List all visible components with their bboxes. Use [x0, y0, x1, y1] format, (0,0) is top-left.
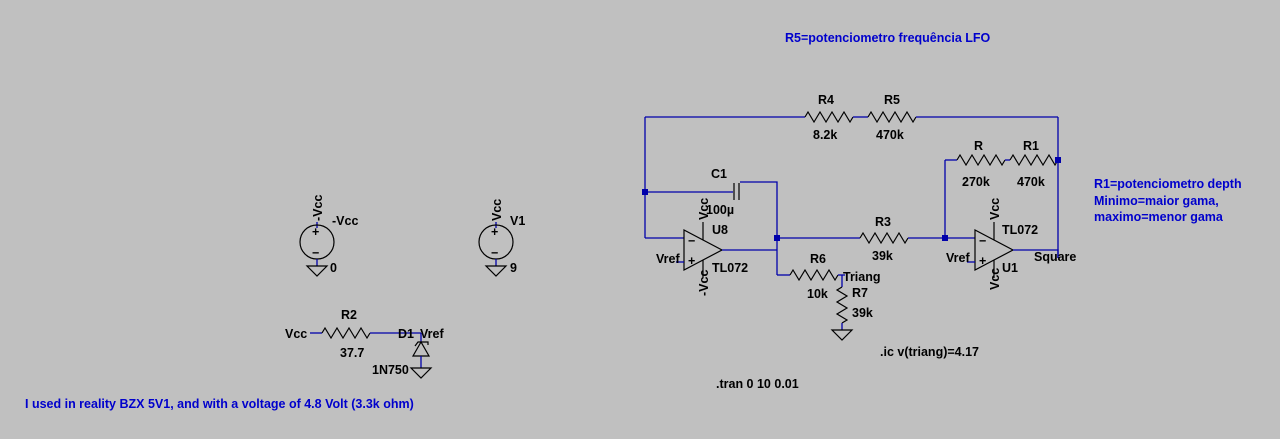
r6-value: 10k — [807, 287, 828, 301]
vcc-net-label-u1-top: Vcc — [988, 198, 1002, 220]
u8-name: U8 — [712, 223, 728, 237]
r5-potentiometer[interactable]: R5 470k — [867, 93, 917, 142]
u8-value: TL072 — [712, 261, 748, 275]
r2-name: R2 — [341, 308, 357, 322]
r-name: R — [974, 139, 983, 153]
d1-zener-diode[interactable]: D1 1N750 — [372, 327, 433, 379]
minus-sign: − — [312, 246, 319, 260]
r-resistor[interactable]: R 270k — [956, 139, 1006, 189]
ic-directive[interactable]: .ic v(triang)=4.17 — [880, 345, 979, 359]
r7-name: R7 — [852, 286, 868, 300]
plus-sign: + — [688, 254, 695, 268]
minus-sign: − — [979, 234, 986, 248]
vcc-net-label: Vcc — [490, 199, 504, 221]
v1-value: 9 — [510, 261, 517, 275]
tran-directive[interactable]: .tran 0 10 0.01 — [716, 377, 799, 391]
junction-dot — [1055, 157, 1061, 163]
wire — [1013, 249, 1059, 258]
r2-value: 37.7 — [340, 346, 364, 360]
neg-vcc-net-label-u8: -Vcc — [697, 270, 711, 296]
r3-name: R3 — [875, 215, 891, 229]
r6-name: R6 — [810, 252, 826, 266]
r6-resistor[interactable]: R6 10k — [789, 252, 839, 301]
r5-value: 470k — [876, 128, 904, 142]
vref-net-label-u8: Vref — [656, 252, 680, 266]
neg-vcc-net-label: -Vcc — [311, 195, 325, 221]
r7-resistor[interactable]: R7 39k — [830, 275, 873, 341]
r4-name: R4 — [818, 93, 834, 107]
wire — [740, 181, 778, 238]
r5-name: R5 — [884, 93, 900, 107]
r5-comment: R5=potenciometro frequência LFO — [785, 31, 991, 45]
vref-net-label-d1: Vref — [420, 327, 444, 341]
plus-sign: + — [491, 225, 498, 239]
c1-value: 100µ — [706, 203, 734, 217]
u1-opamp[interactable]: − + TL072 U1 — [974, 222, 1038, 278]
vcc-net-label-r2: Vcc — [285, 327, 307, 341]
minus-sign: − — [688, 234, 695, 248]
r3-resistor[interactable]: R3 39k — [859, 215, 909, 263]
d1-name: D1 — [398, 327, 414, 341]
r2-resistor[interactable]: R2 37.7 — [310, 308, 421, 360]
r7-value: 39k — [852, 306, 873, 320]
bottom-comment: I used in reality BZX 5V1, and with a vo… — [25, 397, 414, 411]
neg-vcc-source[interactable]: + − -Vcc -Vcc 0 — [299, 195, 358, 277]
u1-model: TL072 — [1002, 223, 1038, 237]
plus-sign: + — [979, 254, 986, 268]
u1-name: U1 — [1002, 261, 1018, 275]
vcc-net-label-u8: Vcc — [697, 198, 711, 220]
r1-value: 470k — [1017, 175, 1045, 189]
plus-sign: + — [312, 225, 319, 239]
minus-sign: − — [491, 246, 498, 260]
vref-net-label-u1: Vref — [946, 251, 970, 265]
r4-resistor[interactable]: R4 8.2k — [804, 93, 854, 142]
vcc-net-label-u1-bottom: Vcc — [988, 268, 1002, 290]
r1-name: R1 — [1023, 139, 1039, 153]
r1-comment-line3: maximo=menor gama — [1094, 210, 1224, 224]
r-value: 270k — [962, 175, 990, 189]
neg-vcc-source-value: 0 — [330, 261, 337, 275]
v1-name: V1 — [510, 214, 525, 228]
c1-name: C1 — [711, 167, 727, 181]
neg-vcc-source-name: -Vcc — [332, 214, 358, 228]
r4-value: 8.2k — [813, 128, 837, 142]
v1-source[interactable]: + − Vcc V1 9 — [478, 199, 525, 277]
d1-value: 1N750 — [372, 363, 409, 377]
u8-opamp[interactable]: − + U8 TL072 — [683, 222, 748, 278]
triang-net-label: Triang — [843, 270, 881, 284]
r1-comment-line1: R1=potenciometro depth — [1094, 177, 1242, 191]
c1-capacitor[interactable]: C1 100µ — [706, 167, 740, 217]
r3-value: 39k — [872, 249, 893, 263]
square-net-label: Square — [1034, 250, 1076, 264]
r1-potentiometer[interactable]: R1 470k — [1009, 139, 1059, 189]
junction-dot — [642, 189, 648, 195]
r1-comment-line2: Minimo=maior gama, — [1094, 194, 1219, 208]
